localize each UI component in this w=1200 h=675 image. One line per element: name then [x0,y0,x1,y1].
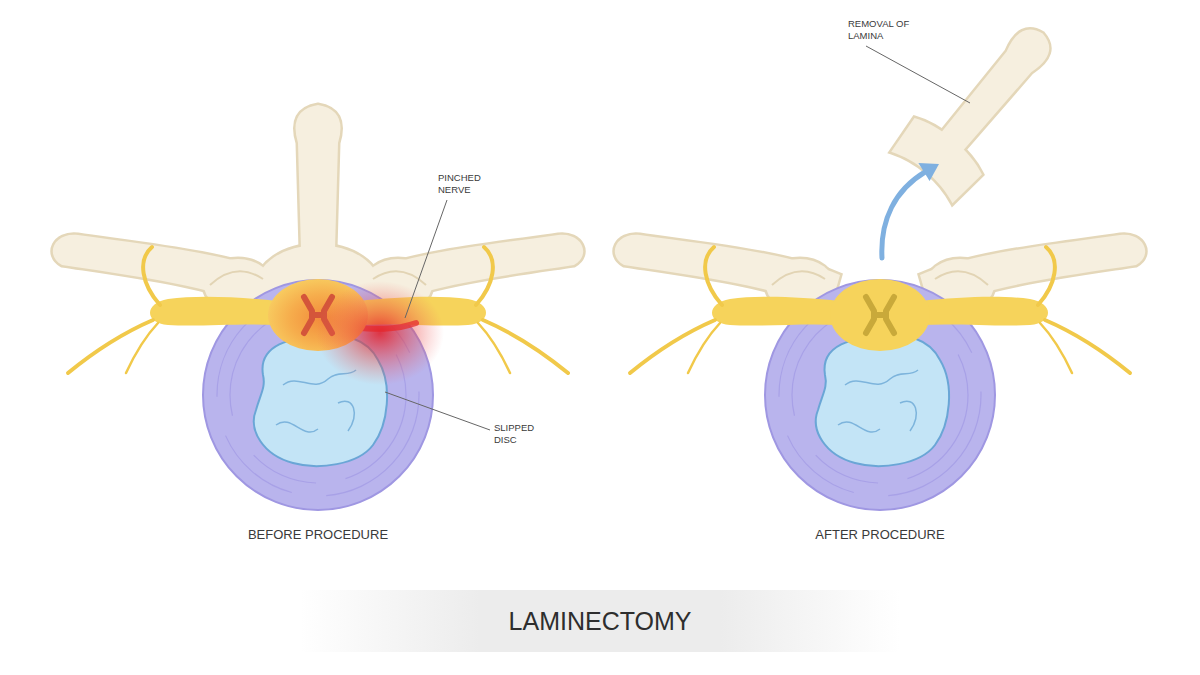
nerves [68,247,568,373]
title-band [300,590,900,652]
arrow-head [918,163,939,181]
leader-line [405,200,447,318]
callout-label: REMOVAL OF LAMINA [848,18,923,42]
leader-line [866,46,970,103]
leader-line [385,392,490,430]
panel-caption: BEFORE PROCEDURE [218,527,418,543]
spinal-cord [830,279,930,351]
title: LAMINECTOMY [300,590,900,652]
after-panel [615,235,1145,510]
nerves [630,247,1130,373]
removal-arrow [882,172,925,258]
callout-label: SLIPPED DISC [494,422,544,446]
panel-caption: AFTER PROCEDURE [780,527,980,543]
pain-glow [316,281,444,385]
before-panel [53,105,583,510]
callout-label: PINCHED NERVE [438,172,490,196]
